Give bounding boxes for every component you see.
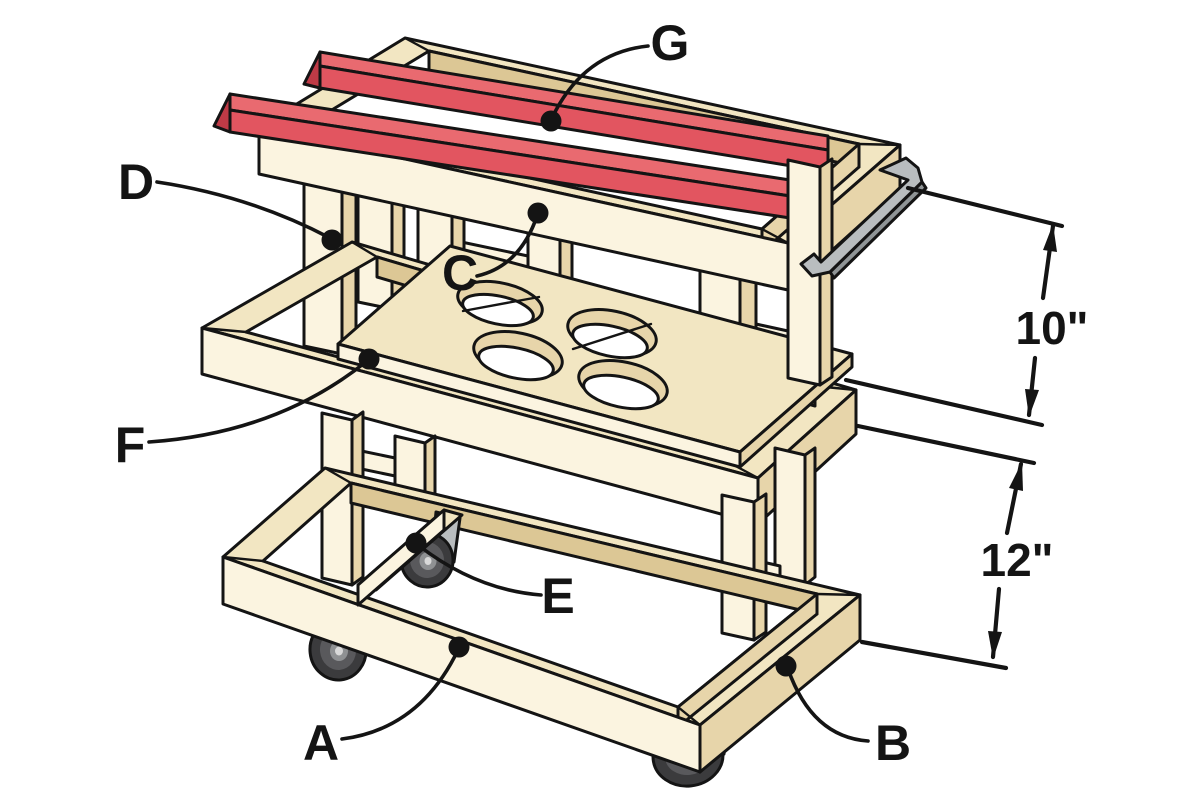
part-label-c: C bbox=[442, 245, 478, 301]
shelf-hole-4 bbox=[577, 359, 669, 411]
front-rail-end-cap bbox=[212, 92, 232, 134]
callout-c: C bbox=[442, 202, 549, 301]
callout-d: D bbox=[118, 154, 343, 251]
dimension-lower: 12" bbox=[855, 423, 1054, 671]
lower-front-left-post bbox=[320, 411, 354, 587]
leader-line-d bbox=[155, 180, 332, 240]
upper-dim-extension-top bbox=[905, 185, 1065, 229]
bottom-frame-front-face bbox=[221, 555, 702, 774]
lower-dim-arrow-down bbox=[988, 631, 1002, 659]
upper-dim-arrow-down bbox=[1025, 389, 1039, 417]
caster-front-left-cap bbox=[335, 646, 343, 656]
lower-dim-extension-top bbox=[855, 423, 1037, 466]
shelf-hole-1 bbox=[456, 279, 544, 328]
leader-line-c bbox=[475, 214, 539, 278]
callout-e: E bbox=[405, 532, 575, 624]
part-label-e: E bbox=[541, 568, 574, 624]
leader-line-e bbox=[416, 543, 543, 597]
upper-dim-value: 10" bbox=[1016, 302, 1089, 354]
leader-dot-f bbox=[358, 348, 380, 370]
leader-line-b bbox=[786, 667, 870, 743]
leader-line-f bbox=[147, 359, 369, 444]
part-label-g: G bbox=[651, 15, 690, 71]
leader-dot-d bbox=[321, 229, 343, 251]
part-label-a: A bbox=[303, 715, 339, 771]
red-cradle-rails bbox=[212, 50, 830, 220]
hole-1-seen-through-edge bbox=[461, 295, 541, 313]
hole-3-opening bbox=[477, 344, 555, 382]
dimension-upper: 10" bbox=[843, 185, 1089, 428]
hole-2-seen-through-edge bbox=[571, 322, 653, 351]
leader-dot-e bbox=[405, 532, 427, 554]
back-right-post-front bbox=[786, 158, 822, 387]
callout-g: G bbox=[540, 15, 690, 132]
rear-rail-end-cap bbox=[302, 50, 322, 90]
part-label-f: F bbox=[115, 417, 146, 473]
bottom-frame-end-face bbox=[698, 593, 862, 774]
middle-frame-miter-joints bbox=[200, 240, 858, 480]
upper-dim-arrow-up bbox=[1043, 224, 1057, 252]
bottle-shelf bbox=[336, 244, 854, 469]
part-label-d: D bbox=[118, 154, 154, 210]
leader-line-a bbox=[340, 648, 460, 741]
hole-2-opening bbox=[571, 322, 649, 360]
leader-dot-g bbox=[540, 110, 562, 132]
shelf-hole-2 bbox=[566, 308, 658, 360]
push-handle bbox=[799, 156, 928, 280]
lower-front-right-post-side bbox=[752, 492, 768, 642]
callout-f: F bbox=[115, 348, 380, 473]
leader-dot-b bbox=[775, 655, 797, 677]
lower-tier-posts bbox=[320, 410, 817, 642]
callout-b: B bbox=[775, 655, 911, 771]
bottom-frame bbox=[221, 466, 862, 774]
handle-bar bbox=[799, 156, 924, 278]
lower-dim-extension-bottom bbox=[859, 639, 1009, 671]
caster-rear-cap bbox=[424, 557, 432, 565]
upper-dim-extension-bottom bbox=[843, 377, 1045, 428]
lower-dim-value: 12" bbox=[981, 534, 1054, 586]
part-label-b: B bbox=[875, 715, 911, 771]
lower-dim-arrow-up bbox=[1009, 462, 1023, 491]
shelf-hole-3 bbox=[472, 330, 564, 382]
hole-4-opening bbox=[582, 373, 660, 411]
leader-dot-c bbox=[527, 202, 549, 224]
leader-dot-a bbox=[448, 636, 470, 658]
bottom-frame-miter-joints bbox=[221, 466, 862, 727]
callout-a: A bbox=[303, 636, 470, 771]
leader-line-g bbox=[550, 44, 650, 120]
